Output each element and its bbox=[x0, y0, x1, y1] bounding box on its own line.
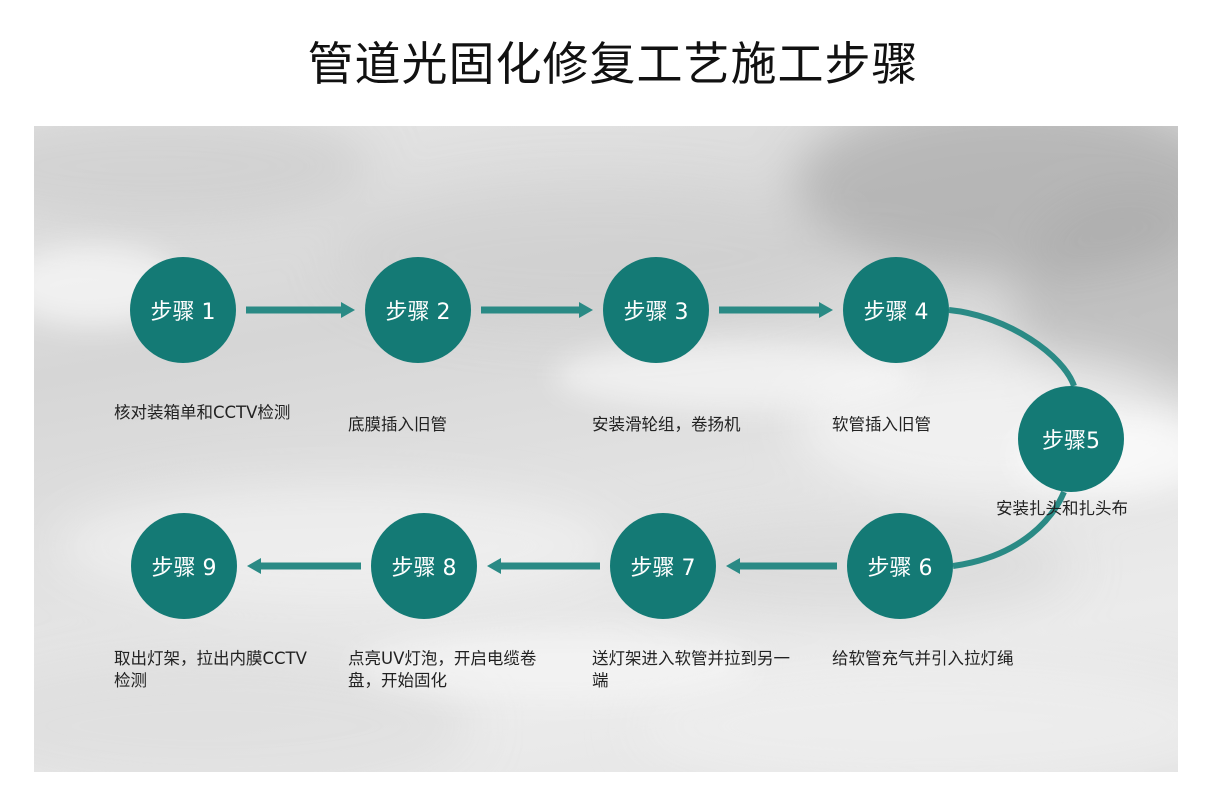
connector-5-to-6 bbox=[952, 490, 1067, 569]
step-7-description: 送灯架进入软管并拉到另一端 bbox=[592, 649, 790, 690]
arrowhead-7-to-8 bbox=[487, 558, 501, 574]
step-4-circle: 步骤 4 bbox=[843, 257, 949, 363]
arrowhead-2-to-3 bbox=[579, 302, 593, 318]
page-title: 管道光固化修复工艺施工步骤 bbox=[307, 37, 919, 91]
step-6-description: 给软管充气并引入拉灯绳 bbox=[832, 649, 1014, 668]
step-7-circle: 步骤 7 bbox=[610, 513, 716, 619]
step-2-description: 底膜插入旧管 bbox=[348, 415, 447, 434]
step-6-circle: 步骤 6 bbox=[847, 513, 953, 619]
arrowhead-6-to-7 bbox=[726, 558, 740, 574]
arrowhead-8-to-9 bbox=[247, 558, 261, 574]
step-3-description: 安装滑轮组，卷扬机 bbox=[592, 415, 741, 434]
step-9-circle: 步骤 9 bbox=[131, 513, 237, 619]
step-5-description: 安装扎头和扎头布 bbox=[996, 499, 1128, 518]
step-9-description: 取出灯架，拉出内膜CCTV检测 bbox=[114, 649, 307, 690]
connector-4-to-5 bbox=[948, 307, 1077, 388]
step-8-description: 点亮UV灯泡，开启电缆卷盘，开始固化 bbox=[348, 649, 537, 690]
step-8-circle: 步骤 8 bbox=[371, 513, 477, 619]
step-1-description: 核对装箱单和CCTV检测 bbox=[114, 403, 291, 422]
step-4-description: 软管插入旧管 bbox=[832, 415, 931, 434]
step-2-circle: 步骤 2 bbox=[365, 257, 471, 363]
arrowhead-1-to-2 bbox=[341, 302, 355, 318]
arrowhead-3-to-4 bbox=[819, 302, 833, 318]
step-3-circle: 步骤 3 bbox=[603, 257, 709, 363]
step-1-circle: 步骤 1 bbox=[130, 257, 236, 363]
step-5-circle: 步骤5 bbox=[1018, 386, 1124, 492]
flow-connectors bbox=[246, 302, 1077, 574]
